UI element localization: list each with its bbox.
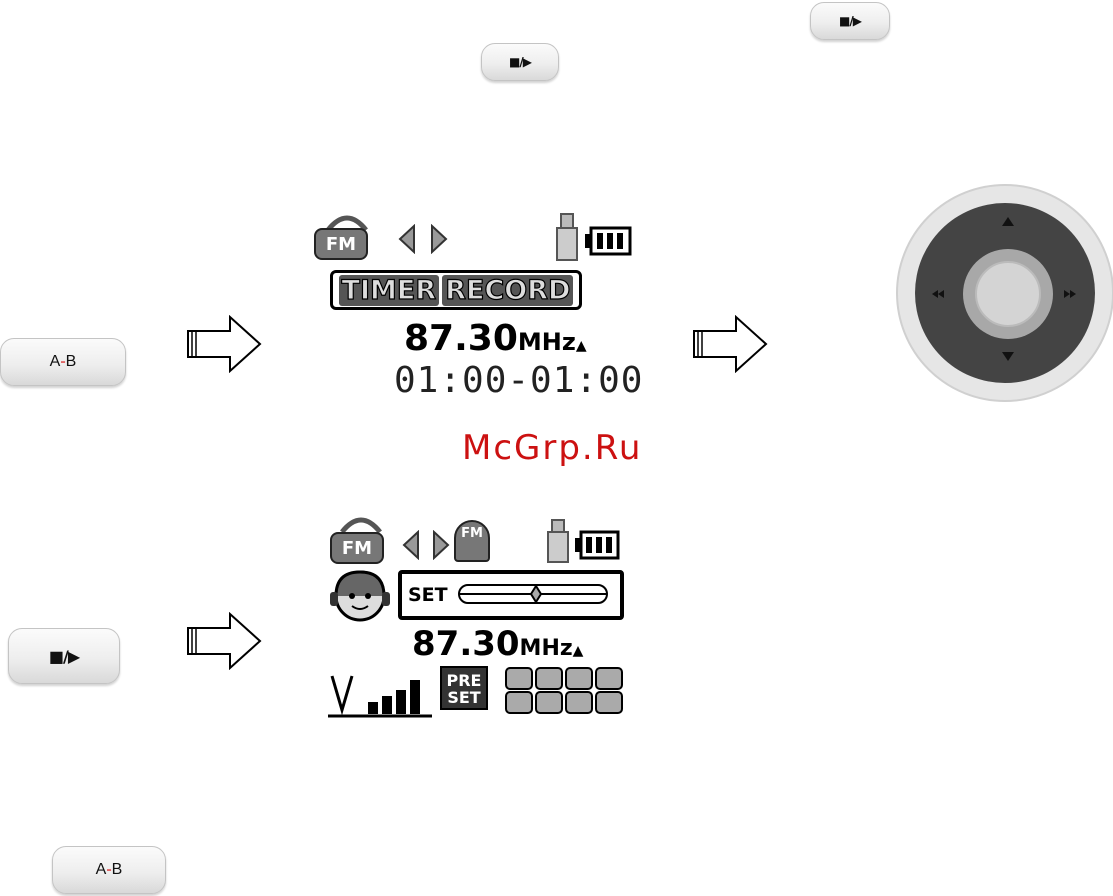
ab-label-a: A xyxy=(96,861,107,879)
antenna-triangle-icon: ▲ xyxy=(573,643,584,659)
right-arrow-icon xyxy=(186,315,262,373)
slider-knob[interactable] xyxy=(530,585,542,603)
lock-icon xyxy=(554,212,580,262)
segment-digits-display xyxy=(504,666,626,716)
preset-line-1: PRE xyxy=(442,672,486,689)
seek-arrows-icon xyxy=(400,530,458,560)
right-arrow-icon xyxy=(186,612,262,670)
stop-play-button-left[interactable]: ■/▶ xyxy=(8,628,120,684)
preset-badge: PRE SET xyxy=(440,666,488,710)
record-label: RECORD xyxy=(442,275,573,306)
right-arrow-icon xyxy=(692,315,768,373)
watermark: McGrp.Ru xyxy=(462,428,642,468)
navigation-pad[interactable] xyxy=(896,184,1113,402)
ab-label-b: B xyxy=(66,353,77,371)
alarm-bell-icon: FM xyxy=(454,520,490,562)
antenna-triangle-icon: ▲ xyxy=(576,338,587,354)
ab-label-a: A xyxy=(50,353,61,371)
frequency-value: 87.30 xyxy=(412,624,520,664)
frequency-unit: MHz xyxy=(520,636,573,661)
stop-play-button-top-right[interactable]: ■/▶ xyxy=(810,2,890,40)
frequency-value: 87.30 xyxy=(404,318,518,359)
fm-badge: FM xyxy=(314,228,368,260)
signal-strength-icon xyxy=(328,672,434,718)
battery-icon xyxy=(574,530,620,560)
preset-line-2: SET xyxy=(442,689,486,706)
frequency-readout: 87.30MHz▲ xyxy=(412,624,583,664)
frequency-unit: MHz xyxy=(518,328,576,356)
ab-label-b: B xyxy=(112,861,123,879)
seek-arrows-icon xyxy=(396,224,456,254)
headphone-icon xyxy=(336,512,386,534)
frequency-readout: 87.30MHz▲ xyxy=(404,318,587,359)
set-slider-frame: SET xyxy=(398,570,624,620)
set-label: SET xyxy=(408,584,448,606)
lock-icon xyxy=(546,518,570,564)
lcd-timer-record-screen: FM TIMER RECORD 87.30MHz▲ 01:00-01:00 xyxy=(312,210,632,405)
fm-badge: FM xyxy=(330,532,384,564)
lcd-alarm-set-screen: FM FM SET 87.30MHz▲ xyxy=(326,512,636,722)
ab-repeat-button-bottom[interactable]: A-B xyxy=(52,846,166,894)
stop-play-button-top-center[interactable]: ■/▶ xyxy=(481,43,559,81)
face-icon xyxy=(328,568,392,622)
battery-icon xyxy=(584,226,632,256)
timer-label: TIMER xyxy=(339,275,440,306)
timer-record-banner: TIMER RECORD xyxy=(330,270,582,310)
ab-repeat-button-left[interactable]: A-B xyxy=(0,338,126,386)
timer-range: 01:00-01:00 xyxy=(394,360,643,401)
